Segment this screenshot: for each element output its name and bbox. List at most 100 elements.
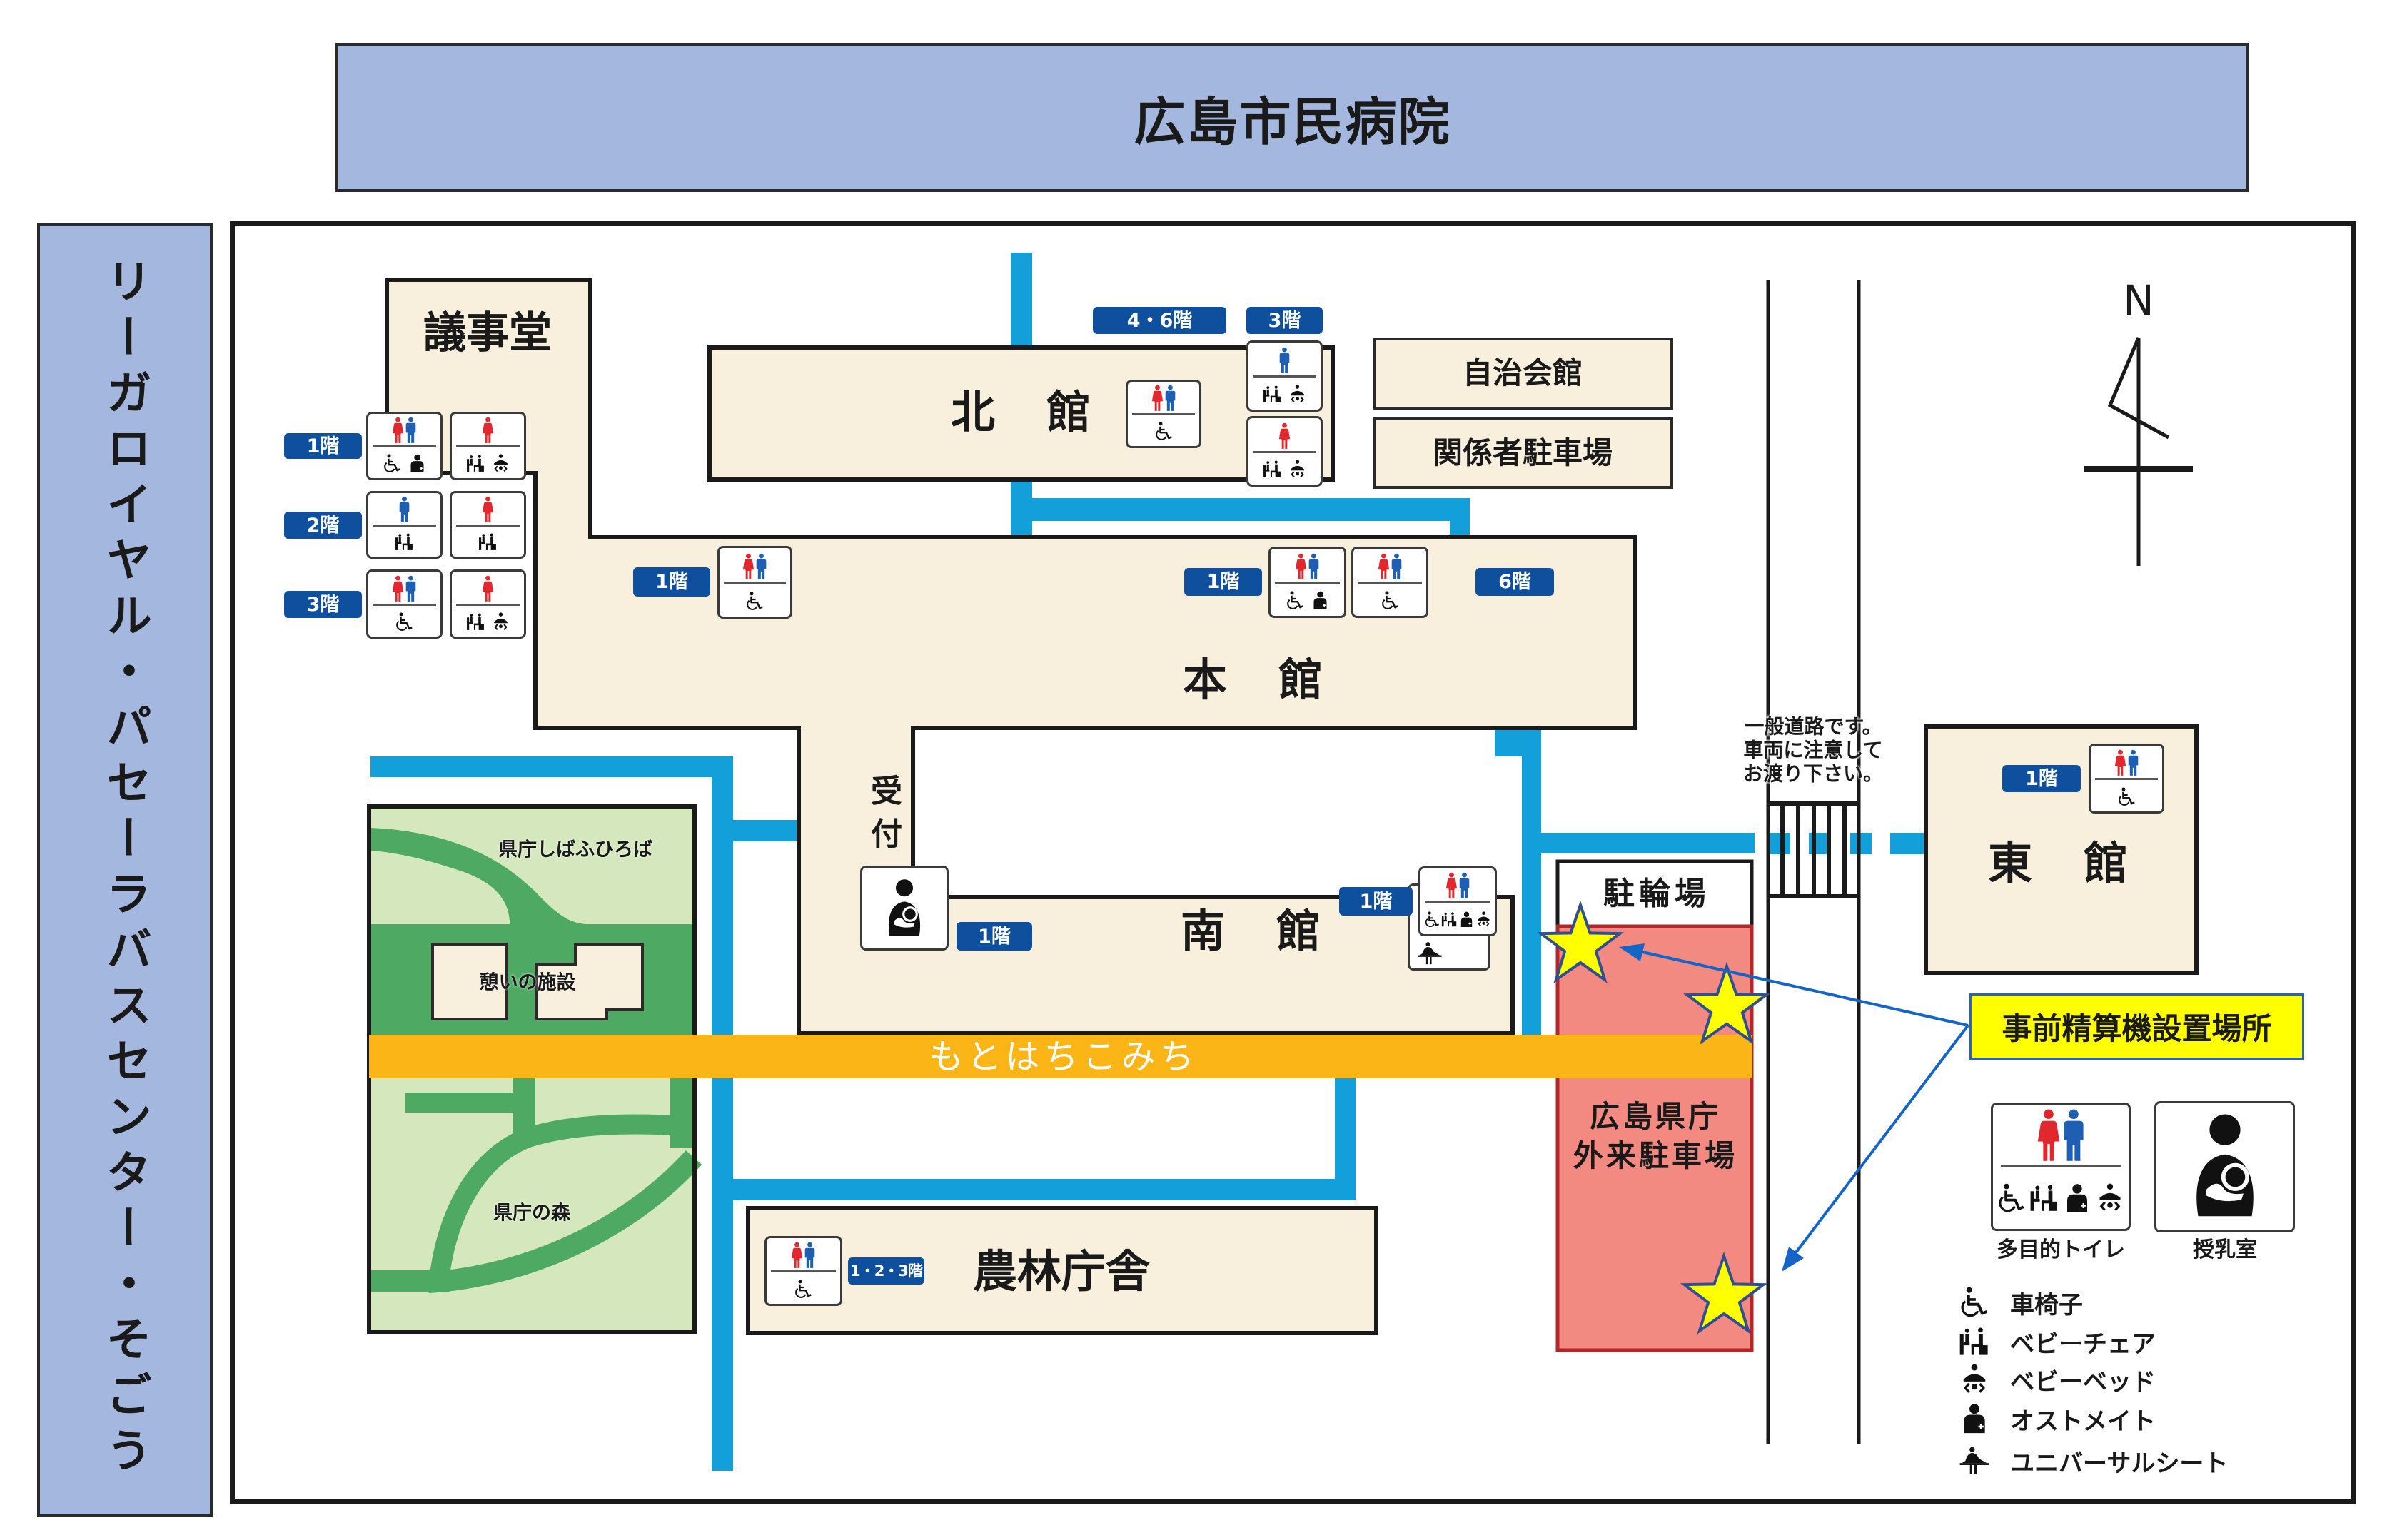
rest-facility-label: 憩いの施設 bbox=[479, 971, 576, 994]
toilet-sign bbox=[450, 569, 526, 639]
motohachi-komichi-street bbox=[369, 1035, 1752, 1078]
star-icon bbox=[1536, 900, 1625, 983]
walkway-path bbox=[370, 756, 733, 777]
toilet-figures bbox=[482, 493, 494, 523]
legend-label: ベビーベッド bbox=[2010, 1367, 2156, 1397]
female-icon bbox=[791, 1242, 803, 1269]
toilet-sign bbox=[1351, 547, 1428, 618]
walkway-path bbox=[1011, 498, 1470, 521]
park-path bbox=[371, 828, 585, 924]
male-icon bbox=[1308, 553, 1320, 580]
toilet-facilities bbox=[1424, 904, 1492, 934]
wheelchair-icon bbox=[1424, 911, 1440, 928]
female-icon bbox=[2114, 749, 2126, 776]
park-path bbox=[513, 1076, 535, 1133]
toilet-facilities bbox=[1263, 455, 1307, 485]
baby-bed-icon bbox=[1288, 460, 1307, 479]
toilet-facilities bbox=[794, 1274, 813, 1304]
wheelchair-icon bbox=[1959, 1287, 1990, 1318]
legend-icon bbox=[1954, 1287, 1994, 1318]
legend-item: ベビーチェア bbox=[1954, 1324, 2156, 1359]
ostomate-icon bbox=[1959, 1403, 1990, 1434]
park-path bbox=[429, 1114, 686, 1282]
ostomate-icon bbox=[1458, 911, 1475, 928]
callout-arrow bbox=[1642, 951, 1969, 1027]
baby-bed-icon bbox=[491, 612, 510, 632]
hospital-header-banner: 広島市民病院 bbox=[335, 43, 2249, 192]
park-path bbox=[670, 1076, 692, 1148]
park-forest-label: 県庁の森 bbox=[493, 1202, 570, 1225]
west-side-label: リーガロイヤル・パセーラバスセンター・そごう bbox=[99, 258, 151, 1482]
visitor-parking-name-line2: 外来駐車場 bbox=[1573, 1138, 1738, 1173]
sign-divider bbox=[2095, 778, 2158, 781]
toilet-sign bbox=[1268, 547, 1346, 618]
floor-label: 1階 bbox=[633, 567, 710, 597]
female-icon bbox=[1378, 553, 1390, 580]
wheelchair-icon bbox=[2117, 787, 2136, 806]
nursing-icon-slot bbox=[2183, 1113, 2267, 1220]
building-name-honkan: 本館 bbox=[1182, 654, 1375, 706]
multipurpose-toilet-sign bbox=[1418, 866, 1497, 936]
legend-label: 車椅子 bbox=[2010, 1290, 2083, 1319]
legend-item: 車椅子 bbox=[1954, 1285, 2083, 1320]
toilet-facilities bbox=[1381, 585, 1400, 616]
toilet-facilities bbox=[478, 528, 498, 557]
sign-divider bbox=[373, 603, 436, 606]
star-icon bbox=[1680, 1251, 1768, 1334]
legend-item: ベビーベッド bbox=[1954, 1362, 2156, 1397]
sign-divider bbox=[771, 1270, 836, 1273]
hospital-name: 広島市民病院 bbox=[1134, 92, 1451, 152]
jichikaikan-outline bbox=[1373, 338, 1673, 410]
legend-item: ユニバーサルシート bbox=[1954, 1443, 2228, 1479]
floor-label: 4・6階 bbox=[1093, 307, 1226, 334]
baby-bed-icon bbox=[491, 454, 510, 473]
legend-icon bbox=[1954, 1445, 1994, 1476]
legend-multipurpose-toilet-label: 多目的トイレ bbox=[1997, 1237, 2125, 1262]
toilet-facilities bbox=[1997, 1168, 2125, 1229]
legend-label: ユニバーサルシート bbox=[2010, 1449, 2229, 1478]
north-arrow-icon bbox=[2084, 337, 2193, 566]
road-notice-line: 一般道路です。 bbox=[1744, 714, 1882, 739]
male-icon bbox=[405, 575, 417, 602]
floor-label: 1階 bbox=[1339, 887, 1413, 916]
walkway-path bbox=[1522, 833, 1755, 853]
wheelchair-icon bbox=[395, 612, 414, 632]
wheelchair-icon bbox=[383, 454, 402, 473]
walkway-crossing-dash bbox=[1768, 833, 1790, 854]
toilet-figures bbox=[392, 572, 417, 602]
toilet-sign bbox=[450, 412, 526, 480]
wheelchair-icon bbox=[1997, 1183, 2027, 1213]
walkway-path bbox=[732, 1179, 1356, 1200]
toilet-sign bbox=[1246, 340, 1323, 412]
road-crossing-notice: 一般道路です。 車両に注意して お渡り下さい。 bbox=[1743, 715, 1883, 786]
toilet-facilities bbox=[466, 607, 510, 637]
legend-item: オストメイト bbox=[1954, 1401, 2156, 1437]
toilet-figures bbox=[482, 572, 494, 602]
toilet-facilities bbox=[395, 528, 414, 557]
male-icon bbox=[804, 1242, 816, 1269]
toilet-sign bbox=[1126, 380, 1201, 448]
building-name-norin: 農林庁舎 bbox=[972, 1245, 1151, 1297]
building-name-higashikan: 東館 bbox=[1987, 837, 2180, 889]
toilet-sign bbox=[366, 569, 443, 639]
toilet-figures bbox=[2037, 1105, 2086, 1163]
female-icon bbox=[392, 417, 404, 444]
toilet-facilities bbox=[1154, 417, 1174, 446]
male-icon bbox=[2127, 749, 2139, 776]
arrowhead-icon bbox=[1782, 1247, 1804, 1272]
park-path bbox=[428, 1150, 702, 1293]
walkway-crossing-dash bbox=[1850, 833, 1872, 854]
building-name-gijido: 議事堂 bbox=[423, 308, 552, 358]
sign-divider bbox=[373, 445, 436, 448]
toilet-sign bbox=[1246, 416, 1323, 487]
floor-label: 3階 bbox=[1246, 307, 1323, 334]
legend-nursing-room-sign bbox=[2154, 1101, 2295, 1232]
female-icon bbox=[1295, 553, 1307, 580]
road-notice-line: 車両に注意して bbox=[1743, 738, 1883, 762]
baby-bed-icon bbox=[1475, 911, 1492, 928]
street-name: もとはちこみち bbox=[929, 1037, 1198, 1077]
female-icon bbox=[482, 496, 494, 523]
legend-nursing-room-label: 授乳室 bbox=[2193, 1237, 2257, 1262]
female-icon bbox=[392, 575, 404, 602]
